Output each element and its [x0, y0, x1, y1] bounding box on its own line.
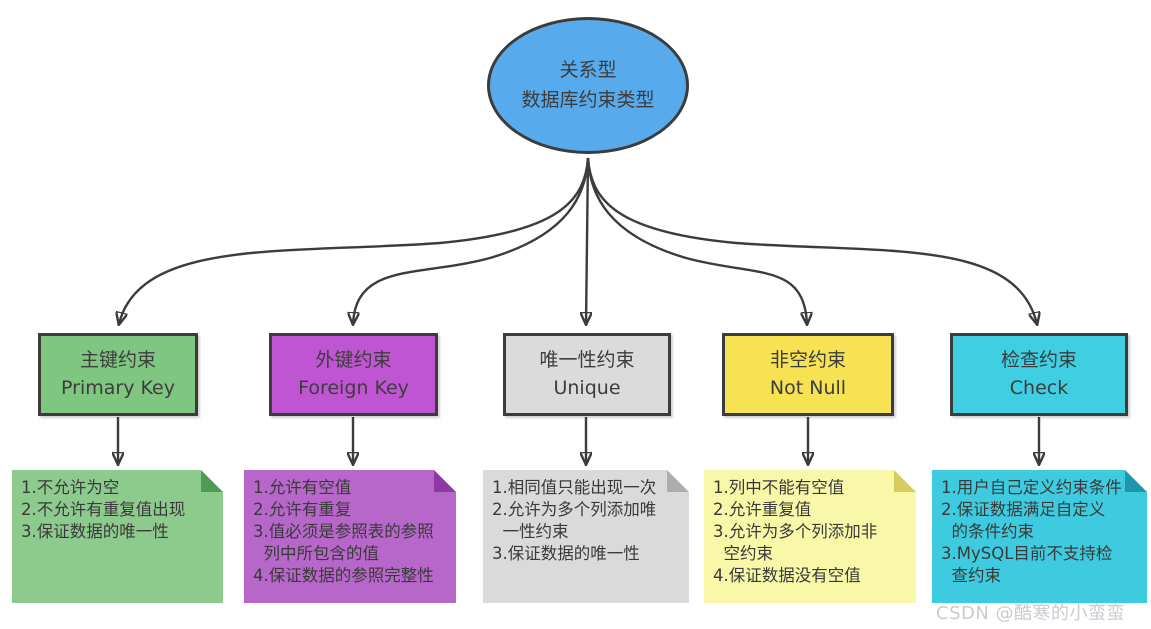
- note-text: 1.相同值只能出现一次 2.允许为多个列添加唯 一性约束 3.保证数据的唯一性: [492, 478, 657, 563]
- box-subtitle: Unique: [553, 376, 621, 399]
- box-foreign-key: 外键约束 Foreign Key: [269, 333, 438, 416]
- box-subtitle: Primary Key: [61, 376, 175, 399]
- box-title: 非空约束: [769, 348, 846, 371]
- note-foreign-key: 1.允许有空值 2.允许有重复 3.值必须是参照表的参照 列中所包含的值 4.保…: [244, 470, 456, 603]
- box-primary-key: 主键约束 Primary Key: [38, 333, 198, 416]
- arrow-root-to-primary-key: [119, 157, 590, 324]
- arrow-root-to-foreign-key: [353, 157, 590, 324]
- note-text: 1.用户自己定义约束条件 2.保证数据满足自定义 的条件约束 3.MySQL目前…: [941, 478, 1122, 585]
- box-subtitle: Foreign Key: [298, 376, 409, 399]
- box-subtitle: Check: [1009, 376, 1069, 399]
- box-check: 检查约束 Check: [950, 333, 1128, 416]
- folded-corner-icon: [434, 470, 456, 492]
- folded-corner-icon: [1125, 470, 1147, 492]
- box-title: 主键约束: [79, 348, 156, 371]
- box-title: 唯一性约束: [539, 348, 635, 371]
- note-text: 1.不允许为空 2.不允许有重复值出现 3.保证数据的唯一性: [21, 478, 186, 541]
- folded-corner-icon: [667, 470, 689, 492]
- box-title: 检查约束: [1000, 348, 1077, 371]
- note-not-null: 1.列中不能有空值 2.允许重复值 3.允许为多个列添加非 空约束 4.保证数据…: [704, 470, 916, 603]
- arrow-root-to-unique: [586, 157, 588, 324]
- box-subtitle: Not Null: [769, 376, 847, 399]
- folded-corner-icon: [894, 470, 916, 492]
- arrow-root-to-check: [586, 157, 1037, 324]
- note-primary-key: 1.不允许为空 2.不允许有重复值出现 3.保证数据的唯一性: [12, 470, 223, 603]
- note-text: 1.允许有空值 2.允许有重复 3.值必须是参照表的参照 列中所包含的值 4.保…: [253, 478, 434, 585]
- note-check: 1.用户自己定义约束条件 2.保证数据满足自定义 的条件约束 3.MySQL目前…: [932, 470, 1147, 603]
- box-not-null: 非空约束 Not Null: [722, 333, 894, 416]
- arrow-root-to-not-null: [586, 157, 807, 324]
- folded-corner-icon: [201, 470, 223, 492]
- note-text: 1.列中不能有空值 2.允许重复值 3.允许为多个列添加非 空约束 4.保证数据…: [713, 478, 878, 585]
- root-node: 关系型 数据库约束类型: [487, 17, 689, 154]
- box-unique: 唯一性约束 Unique: [503, 333, 671, 416]
- box-title: 外键约束: [315, 348, 392, 371]
- note-unique: 1.相同值只能出现一次 2.允许为多个列添加唯 一性约束 3.保证数据的唯一性: [483, 470, 689, 603]
- root-node-label: 关系型 数据库约束类型: [521, 59, 655, 111]
- watermark: CSDN @酷寒的小蛮蛮: [936, 603, 1126, 624]
